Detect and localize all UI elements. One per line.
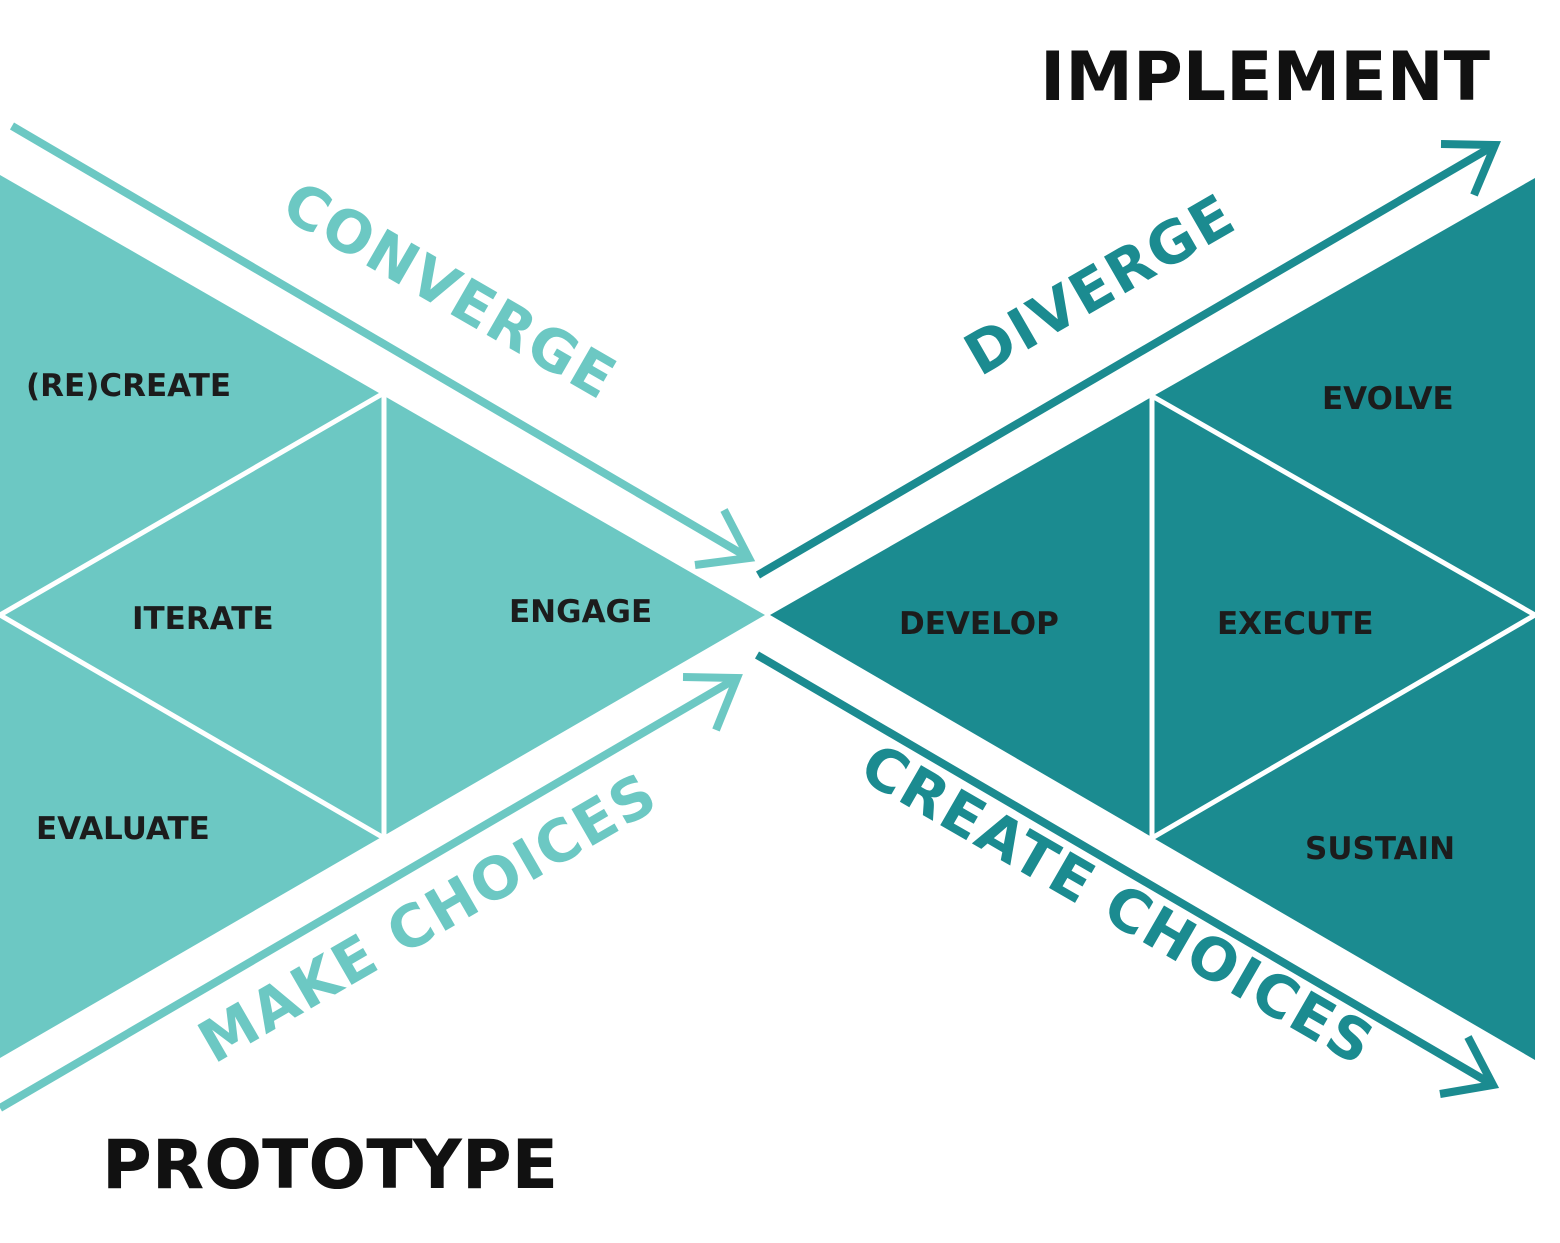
implement-title: IMPLEMENT <box>1040 38 1491 117</box>
divider-diag-down-right <box>1150 393 1537 618</box>
prototype-title: PROTOTYPE <box>102 1126 558 1205</box>
stage-develop: DEVELOP <box>899 606 1059 642</box>
implement-triangle-group <box>770 178 1537 1060</box>
divider-diag-down-left <box>0 612 386 841</box>
create-choices-arrow <box>754 651 1500 1098</box>
stage-iterate: ITERATE <box>132 601 274 637</box>
stage-evolve: EVOLVE <box>1322 381 1454 417</box>
prototype-triangle-group <box>0 175 765 1058</box>
diverge-label: DIVERGE <box>953 180 1247 389</box>
stage-sustain: SUSTAIN <box>1305 831 1455 867</box>
make-choices-arrow <box>0 673 743 1112</box>
divider-diag-up-right <box>1150 612 1537 841</box>
stage-engage: ENGAGE <box>509 594 652 630</box>
converge-arrow <box>9 122 756 569</box>
stage-execute: EXECUTE <box>1217 606 1374 642</box>
divider-diag-up-left <box>0 390 386 618</box>
diverge-arrow <box>755 140 1501 579</box>
stage-recreate: (RE)CREATE <box>26 368 231 404</box>
stage-evaluate: EVALUATE <box>36 811 210 847</box>
